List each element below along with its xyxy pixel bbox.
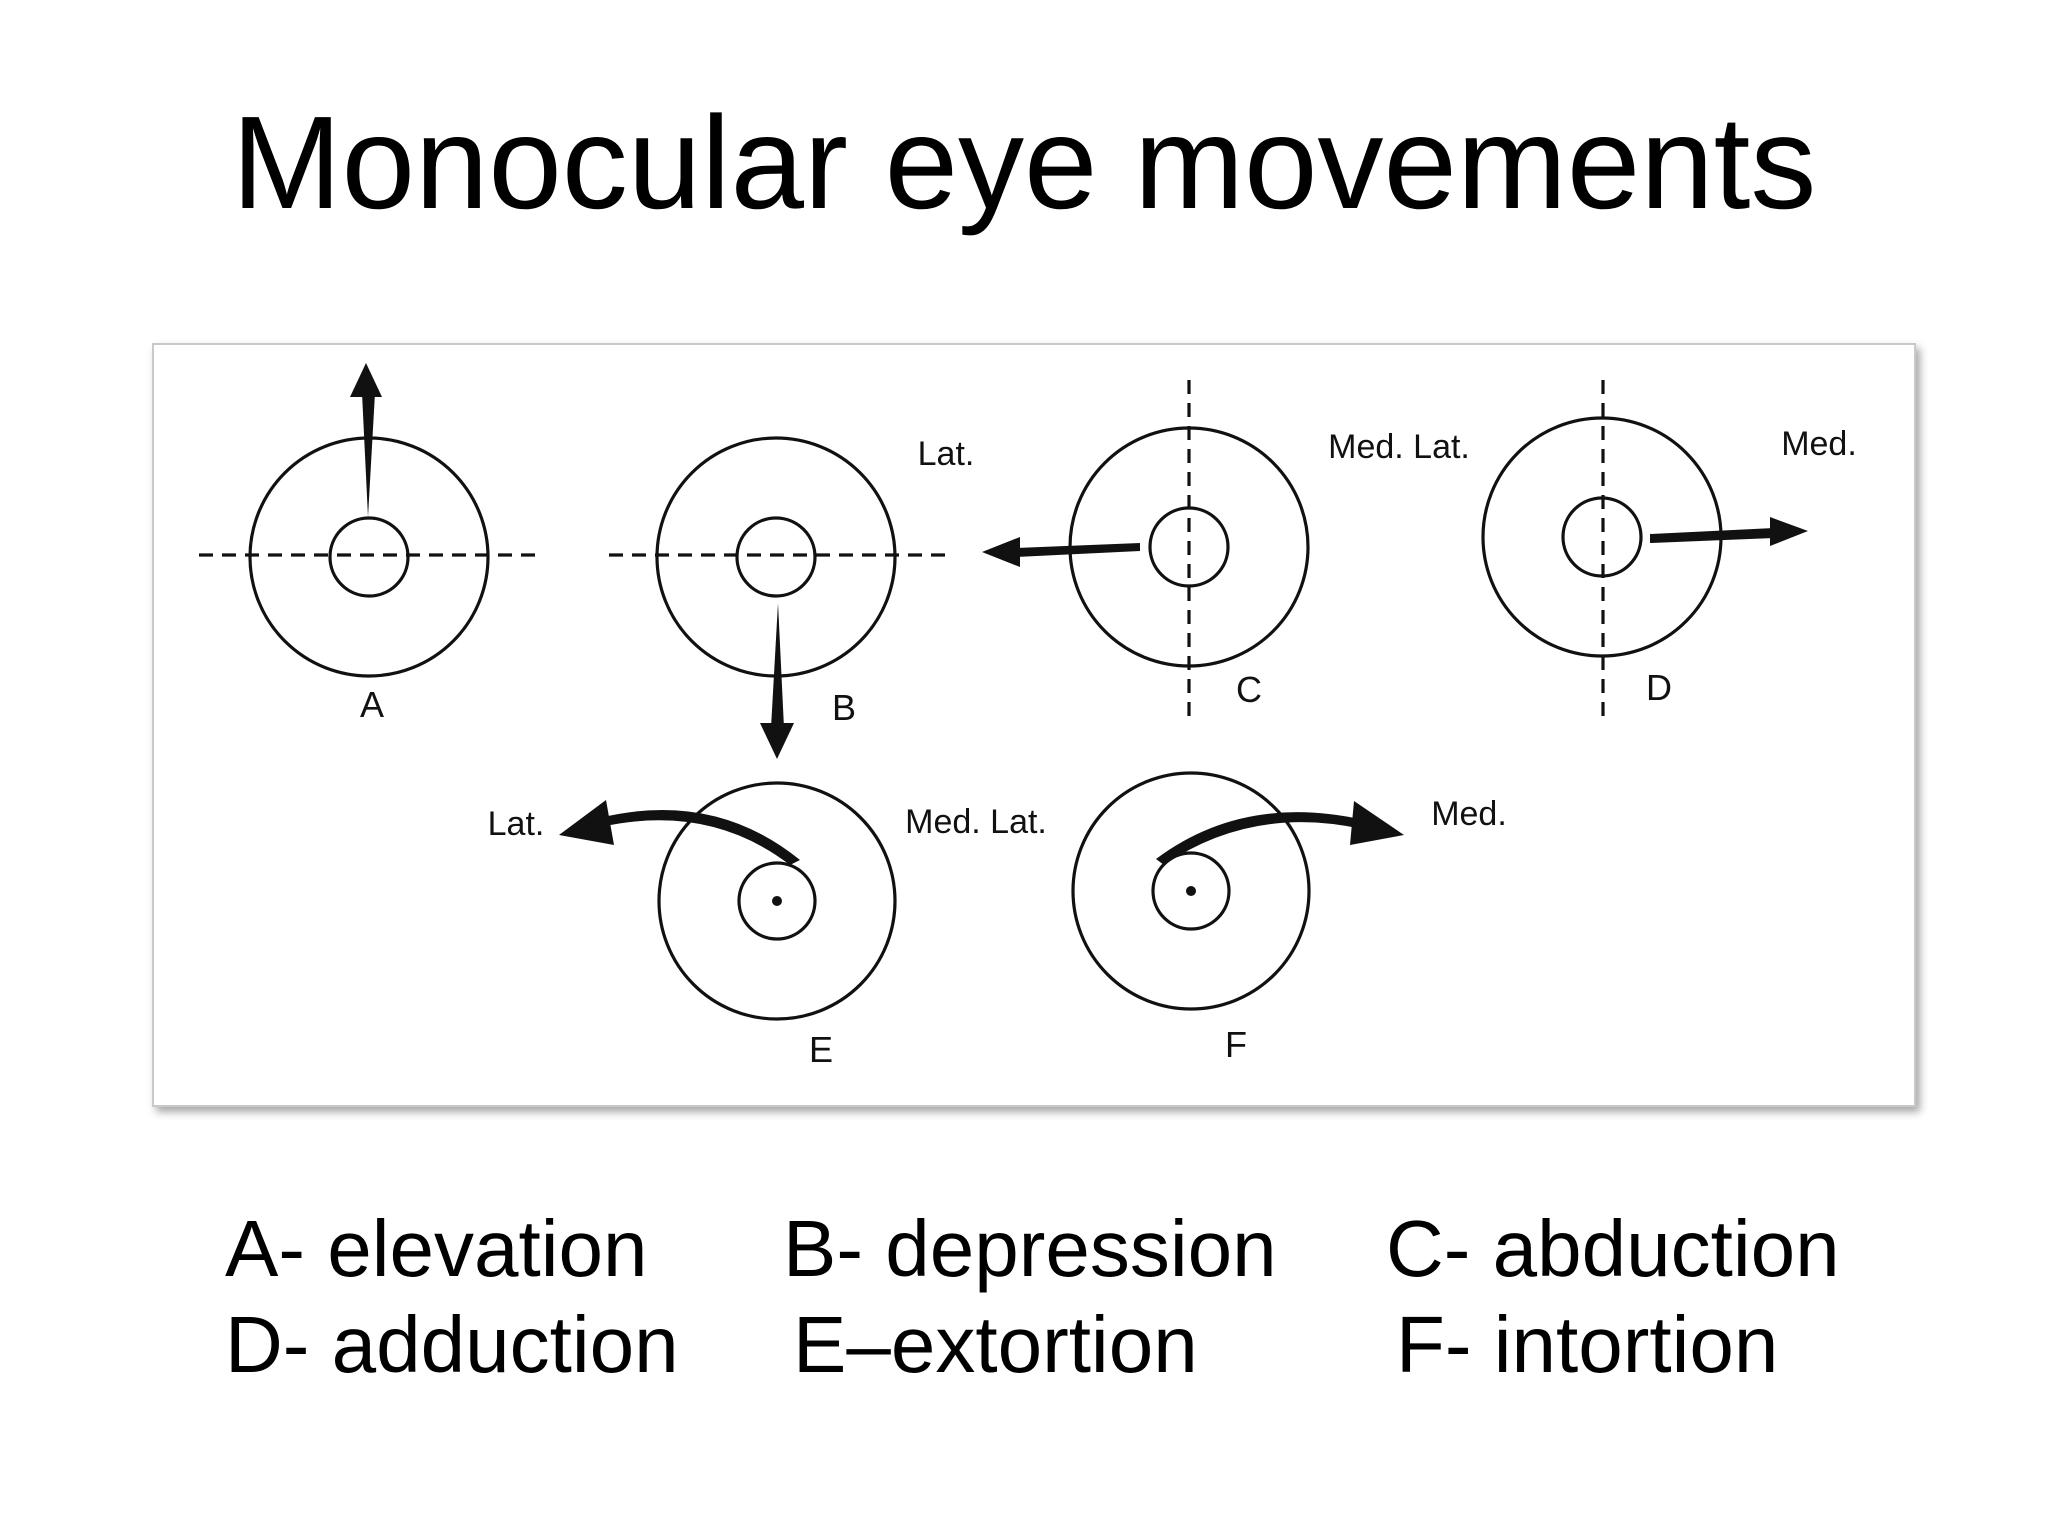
caption-intortion: F- intortion — [1396, 1300, 1779, 1389]
caption-depression: B- depression — [783, 1204, 1277, 1293]
label-lat-b: Lat. — [918, 435, 975, 473]
panel-b: B Lat. — [609, 435, 974, 759]
pupil-circle-a — [328, 516, 410, 598]
panel-letter-c: C — [1236, 669, 1262, 710]
label-med-lat-e: Med. Lat. — [905, 803, 1047, 841]
label-med-d: Med. — [1781, 425, 1857, 463]
arrow-shaft-d — [1650, 528, 1774, 543]
panel-letter-b: B — [832, 687, 856, 728]
curved-arrow-shaft-e — [599, 810, 800, 865]
pupil-dot-f — [1186, 886, 1196, 896]
caption-row-1: A- elevation B- depression C- abduction — [0, 1204, 2048, 1294]
panel-letter-e: E — [809, 1029, 833, 1070]
caption-adduction: D- adduction — [225, 1300, 679, 1389]
label-med-f: Med. — [1431, 795, 1507, 833]
caption-extortion: E–extortion — [793, 1300, 1198, 1389]
down-arrow-icon — [760, 723, 794, 759]
slide-title: Monocular eye movements — [231, 89, 1817, 236]
eye-outer-circle-f — [1071, 771, 1311, 1011]
arrow-shaft-b — [771, 603, 784, 728]
panel-e: E Lat. Med. Lat. — [488, 781, 1047, 1070]
caption-row-2: D- adduction E–extortion F- intortion — [0, 1300, 2048, 1390]
panel-letter-f: F — [1225, 1024, 1247, 1065]
pupil-dot-e — [772, 896, 782, 906]
up-arrow-icon — [350, 363, 382, 397]
panel-c: C Med. Lat. — [982, 380, 1470, 725]
caption-abduction: C- abduction — [1386, 1204, 1840, 1293]
panel-letter-a: A — [360, 684, 384, 725]
panel-d: D Med. — [1481, 380, 1857, 720]
pupil-circle-e — [737, 861, 817, 941]
pupil-circle-f — [1151, 851, 1231, 931]
caption-elevation: A- elevation — [225, 1204, 648, 1293]
label-med-lat-c: Med. Lat. — [1328, 428, 1470, 466]
eye-movement-figure: A B Lat. C Med. Lat. — [152, 343, 1916, 1107]
left-arrow-icon — [982, 537, 1020, 567]
panel-letter-d: D — [1646, 667, 1672, 708]
arrow-shaft-a — [362, 393, 375, 517]
eye-outer-circle-e — [657, 781, 897, 1021]
curved-arrow-shaft-f — [1156, 812, 1364, 865]
panel-f: F Med. — [1071, 771, 1507, 1065]
eye-movement-diagram: A B Lat. C Med. Lat. — [199, 363, 1857, 1070]
curved-left-arrow-icon — [559, 800, 614, 845]
label-lat-e: Lat. — [488, 805, 545, 843]
curved-right-arrow-icon — [1350, 801, 1404, 845]
right-arrow-icon — [1770, 517, 1808, 546]
pupil-circle-b — [735, 516, 817, 598]
arrow-shaft-c — [1016, 543, 1140, 557]
panel-a: A — [199, 363, 539, 725]
